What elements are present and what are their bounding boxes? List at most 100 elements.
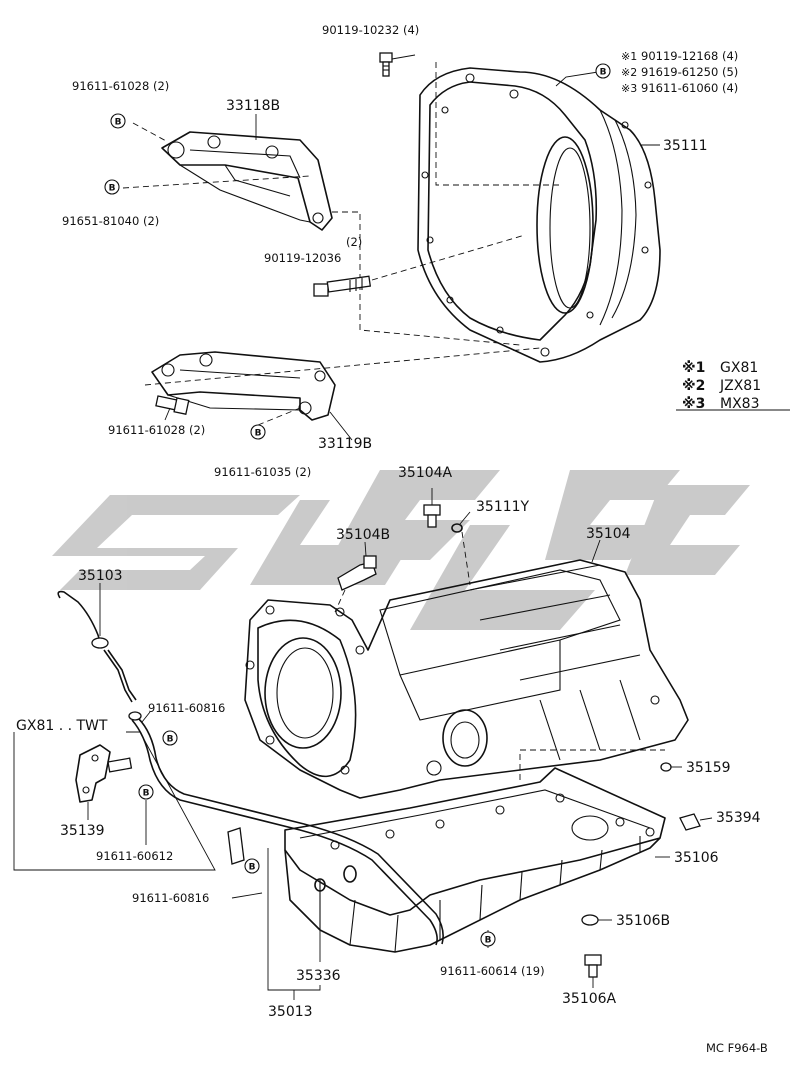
bolt-91611-61028-lower <box>155 395 190 415</box>
label-35106a: 35106A <box>562 991 617 1007</box>
label-35104a: 35104A <box>398 465 453 481</box>
legend-model-1: GX81 <box>720 360 758 376</box>
label-91611-60816-bottom: 91611-60816 <box>132 891 209 905</box>
label-35394: 35394 <box>716 810 761 826</box>
b-marker-1: B <box>110 113 126 129</box>
b-marker-6: B <box>138 784 154 800</box>
dashline-b-upper <box>132 122 169 143</box>
legend-model-3: MX83 <box>720 396 759 412</box>
legend-model-2: JZX81 <box>719 378 761 394</box>
model-legend: ※1 GX81 ※2 JZX81 ※3 MX83 <box>676 360 790 412</box>
dashline-35111y <box>461 531 471 586</box>
label-35336: 35336 <box>296 968 341 984</box>
label-90119-12036-qty: (2) <box>346 235 362 249</box>
label-35111: 35111 <box>663 138 708 154</box>
leader-35104 <box>591 539 601 563</box>
tube-end-35336 <box>343 865 357 883</box>
svg-text:B: B <box>249 863 256 873</box>
dashline-b-lower <box>122 175 311 189</box>
leader-33119b <box>329 411 353 441</box>
o-ring-35336 <box>314 878 326 892</box>
dashline-35159 <box>519 749 665 780</box>
dipstick-35103 <box>57 590 137 703</box>
gasket-35106b <box>581 914 599 926</box>
dipstick-tube-35013 <box>107 711 444 946</box>
bell-housing-35111 <box>417 67 661 363</box>
leader-35111y <box>459 511 471 525</box>
watermark-shape-1 <box>52 495 300 590</box>
label-90119-12036: 90119-12036 <box>264 251 341 265</box>
label-35159: 35159 <box>686 760 731 776</box>
bolt-90119-10232 <box>379 52 393 77</box>
label-35103: 35103 <box>78 568 123 584</box>
drain-plug-35106a <box>584 954 602 978</box>
b-marker-2: B <box>104 179 120 195</box>
b-marker-4: B <box>250 424 266 440</box>
leader-35104b <box>364 541 367 557</box>
label-91611-60612: 91611-60612 <box>96 849 173 863</box>
svg-text:B: B <box>115 118 122 128</box>
star-mark-2: ※2 <box>621 66 637 79</box>
transmission-case-35104 <box>244 559 689 799</box>
b-marker-3: B <box>595 63 611 79</box>
leader-90119-10232 <box>391 54 416 60</box>
watermark-shape-3 <box>330 470 500 560</box>
label-90119-10232: 90119-10232 (4) <box>322 23 419 37</box>
legend-mark-2: ※2 <box>682 378 705 394</box>
magnet-35394 <box>679 813 701 831</box>
b-marker-8: B <box>480 931 496 947</box>
star-mark-3: ※3 <box>621 82 637 95</box>
label-star1-bolt: 90119-12168 (4) <box>641 49 738 63</box>
o-ring-35111y <box>451 523 463 533</box>
watermark-shape-6 <box>625 485 750 575</box>
legend-mark-3: ※3 <box>682 396 705 412</box>
label-35106b: 35106B <box>616 913 670 929</box>
svg-text:B: B <box>255 429 262 439</box>
inset-frame-gx81 <box>13 731 216 871</box>
bolt-90119-12036 <box>313 275 372 297</box>
svg-text:B: B <box>600 68 607 78</box>
b-marker-5: B <box>162 730 178 746</box>
label-33118b: 33118B <box>226 98 280 114</box>
oil-pan-35106 <box>284 767 666 953</box>
bracket-35139 <box>75 744 111 803</box>
bracket-33118b <box>161 131 333 231</box>
label-91651-81040: 91651-81040 (2) <box>62 214 159 228</box>
label-35139: 35139 <box>60 823 105 839</box>
label-91611-60614: 91611-60614 (19) <box>440 964 545 978</box>
svg-text:B: B <box>109 184 116 194</box>
leader-91611-60816-bot <box>231 892 263 899</box>
leader-35394 <box>699 817 713 821</box>
label-35104: 35104 <box>586 526 631 542</box>
leader-91611-60816-top <box>141 711 151 723</box>
label-star2-bolt: 91619-61250 (5) <box>641 65 738 79</box>
label-33119b: 33119B <box>318 436 372 452</box>
label-35111y: 35111Y <box>476 499 530 515</box>
fitting-35104b <box>337 555 377 591</box>
dashline-91611-61035 <box>257 407 301 426</box>
label-91611-60816-top: 91611-60816 <box>148 701 225 715</box>
leader-91611-61028-lower <box>164 407 171 421</box>
label-91611-61028-bottom: 91611-61028 (2) <box>108 423 205 437</box>
dashline-35104b <box>334 589 346 613</box>
watermark-logo <box>52 470 750 630</box>
part-35159 <box>660 762 672 772</box>
dashline-lower-bracket <box>144 347 541 386</box>
dashline-bolt-12036 <box>371 234 526 281</box>
b-marker-7: B <box>244 858 260 874</box>
svg-text:B: B <box>143 789 150 799</box>
figure-code: MC F964-B <box>706 1041 768 1055</box>
label-gx81-twt: GX81 . . TWT <box>16 718 108 734</box>
svg-text:B: B <box>485 936 492 946</box>
dashline-top-bolt <box>435 62 560 186</box>
star-mark-1: ※1 <box>621 50 637 63</box>
watermark-shape-4 <box>410 525 595 630</box>
label-35104b: 35104B <box>336 527 390 543</box>
label-91611-61035: 91611-61035 (2) <box>214 465 311 479</box>
svg-text:B: B <box>167 735 174 745</box>
label-35013: 35013 <box>268 1004 313 1020</box>
label-35106: 35106 <box>674 850 719 866</box>
label-91611-61028-top: 91611-61028 (2) <box>72 79 169 93</box>
